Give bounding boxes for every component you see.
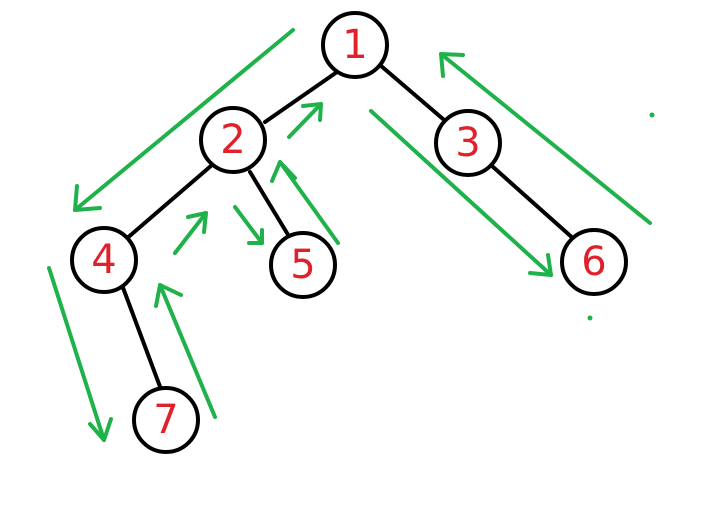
edge-4-7	[120, 283, 164, 394]
node-5-label: 5	[290, 242, 315, 288]
node-2: 2	[199, 106, 267, 174]
node-1-circle	[321, 11, 389, 79]
node-1: 1	[321, 11, 389, 79]
node-7-label: 7	[153, 397, 178, 443]
arrow-2-to-5	[233, 205, 264, 245]
stray-dot	[587, 315, 593, 321]
edge-1-3	[378, 63, 452, 127]
edge-3-6	[490, 164, 577, 242]
node-1-label: 1	[342, 22, 367, 68]
arrow-4-to-2	[173, 211, 208, 255]
node-6-label: 6	[581, 239, 606, 285]
edge-2-5	[248, 170, 292, 240]
arrow-4-to-7	[47, 266, 113, 442]
tree-edges	[120, 63, 577, 394]
node-5: 5	[269, 231, 337, 299]
node-3: 3	[434, 109, 502, 177]
arrow-7-to-4	[154, 283, 217, 419]
arrow-2-to-1	[287, 102, 323, 139]
arrow-6-to-1	[439, 52, 652, 225]
node-2-label: 2	[220, 117, 245, 163]
node-5-circle	[269, 231, 337, 299]
stray-dot	[649, 112, 655, 118]
arrow-1-to-6	[369, 109, 553, 277]
arrow-1-to-4	[73, 28, 295, 212]
node-7: 7	[132, 386, 200, 454]
node-6-circle	[560, 228, 628, 296]
edge-2-4	[123, 163, 214, 242]
edge-1-2	[263, 70, 339, 124]
node-2-circle	[199, 106, 267, 174]
node-6: 6	[560, 228, 628, 296]
arrow-5-to-2	[270, 160, 340, 245]
node-4-label: 4	[91, 237, 116, 283]
traversal-arrows	[47, 28, 652, 442]
node-3-label: 3	[455, 120, 480, 166]
node-3-circle	[434, 109, 502, 177]
node-4: 4	[70, 226, 138, 294]
node-4-circle	[70, 226, 138, 294]
node-7-circle	[132, 386, 200, 454]
